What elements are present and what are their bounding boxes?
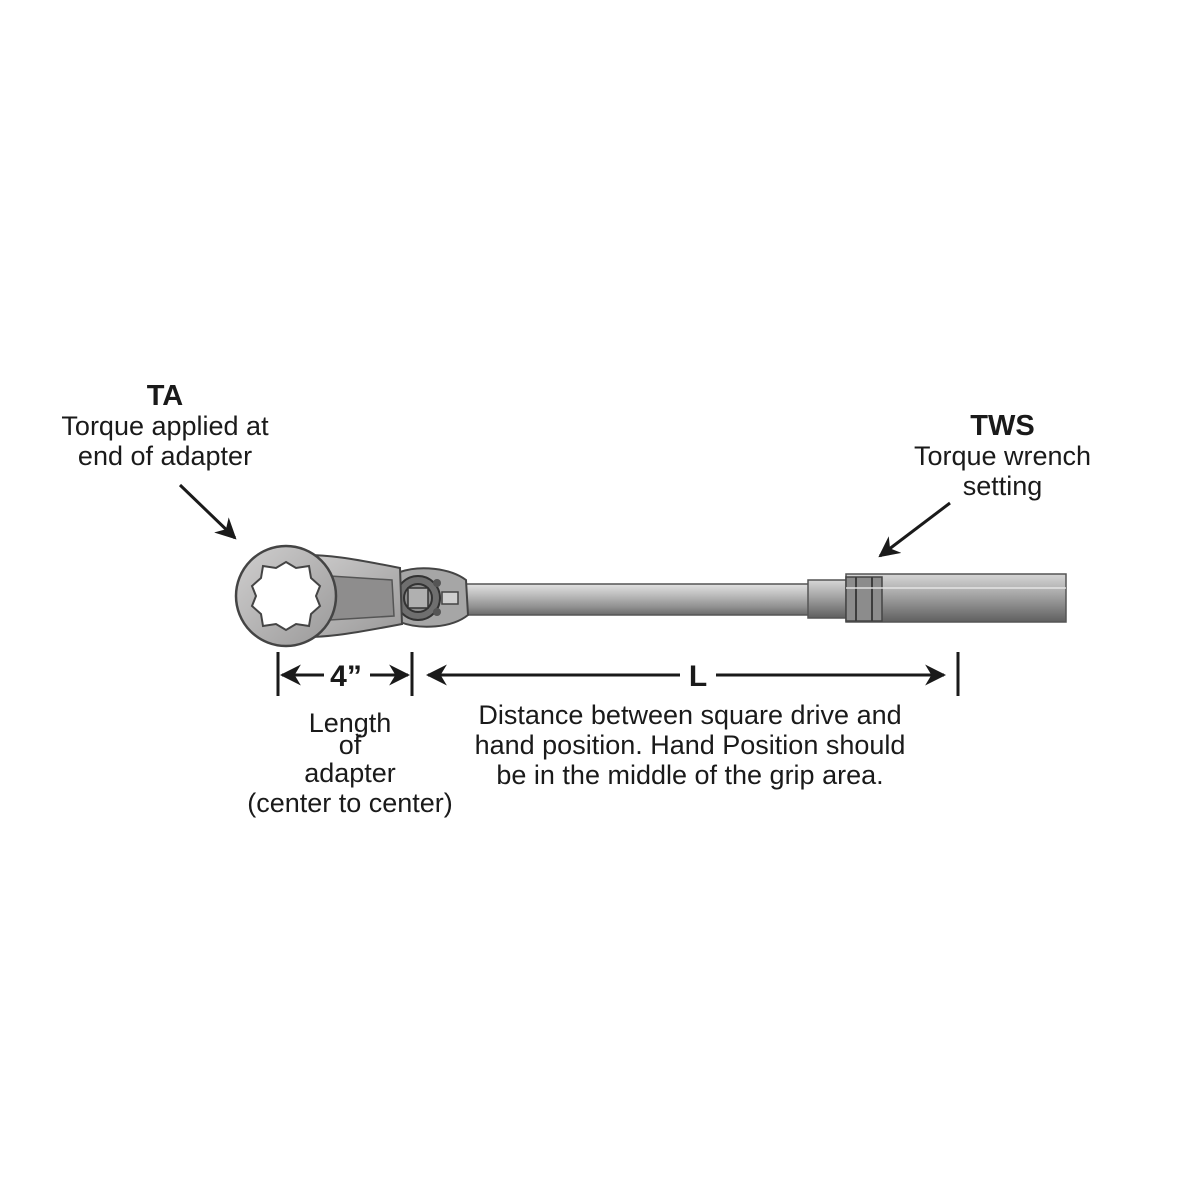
ta-line-1: Torque applied at — [61, 411, 269, 441]
l-caption-line-1: Distance between square drive and — [478, 700, 902, 730]
adapter-caption-line-4: (center to center) — [247, 788, 453, 818]
ta-abbr: TA — [146, 380, 184, 412]
twelve-point-socket — [250, 560, 322, 632]
adapter-caption-line-2: of — [338, 730, 362, 760]
adapter-dimension: 4” — [276, 652, 414, 696]
adapter-caption-line-3: adapter — [304, 758, 396, 788]
ta-pointer-arrow — [178, 483, 237, 540]
l-dimension-value: L — [689, 660, 707, 693]
adapter-caption-line-1: Length — [308, 708, 392, 738]
wrench-shaft — [461, 579, 849, 619]
l-caption-line-2: hand position. Hand Position should — [474, 730, 906, 760]
distance-l-caption: Distance between square drive and hand p… — [430, 700, 950, 790]
tws-abbr: TWS — [970, 410, 1035, 442]
adapter-dimension-value: 4” — [330, 660, 362, 693]
l-dimension: L — [425, 652, 960, 696]
tws-line-2: setting — [962, 471, 1043, 501]
tws-label: TWS Torque wrench setting — [880, 411, 1125, 501]
ratchet-head — [395, 567, 470, 628]
tws-pointer-arrow — [878, 501, 951, 558]
box-end-adapter — [234, 544, 404, 648]
adapter-length-caption: Length of adapter (center to center) — [220, 708, 480, 818]
tws-line-1: Torque wrench — [913, 441, 1092, 471]
ta-label: TA Torque applied at end of adapter — [40, 381, 290, 471]
l-caption-line-3: be in the middle of the grip area. — [496, 760, 884, 790]
wrench-grip — [845, 573, 1067, 623]
ta-line-2: end of adapter — [77, 441, 253, 471]
